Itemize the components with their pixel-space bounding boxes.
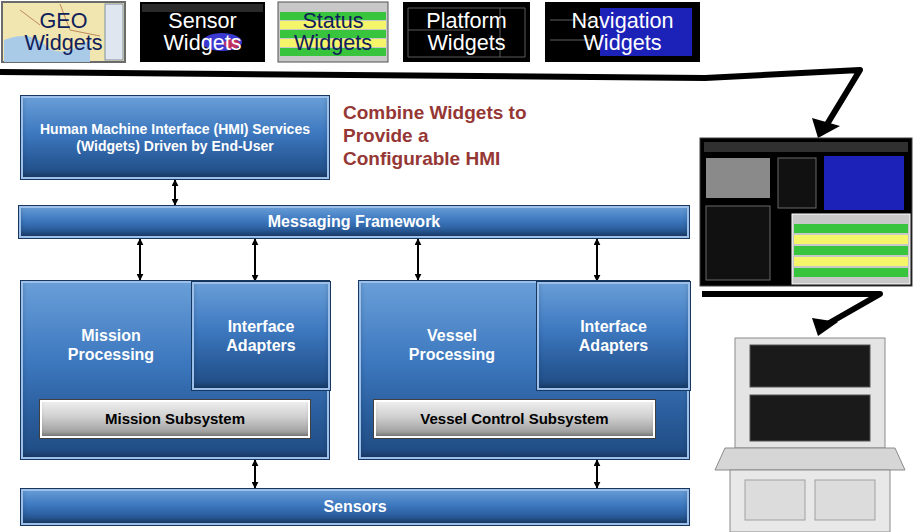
screen-status-row bbox=[794, 235, 908, 244]
screen-status-row bbox=[794, 224, 908, 233]
node-text: Interface Adapters bbox=[200, 317, 322, 355]
subsystem-bar: Vessel Control Subsystem bbox=[373, 399, 656, 439]
console-bracket bbox=[702, 294, 880, 326]
node-text: Platform Widgets bbox=[405, 10, 528, 53]
screen-toolbar bbox=[704, 142, 908, 152]
sensor-tile bbox=[140, 2, 265, 62]
screen-nav-panel bbox=[824, 156, 904, 210]
status-tile bbox=[278, 2, 388, 62]
subsystem-bar: Mission Subsystem bbox=[39, 399, 311, 439]
console-door bbox=[745, 480, 805, 520]
bracket-arrowhead bbox=[812, 118, 840, 138]
adapter-box: Interface Adapters bbox=[191, 281, 331, 391]
node-text: Mission Subsystem bbox=[105, 410, 245, 428]
bidirectional-arrow bbox=[417, 239, 419, 280]
widget-tile: Platform Widgets bbox=[403, 2, 530, 62]
bidirectional-arrow bbox=[254, 460, 256, 488]
node-text: GEO Widgets bbox=[4, 10, 123, 53]
node-text: Vessel Processing bbox=[396, 326, 508, 364]
bidirectional-arrow bbox=[174, 180, 176, 205]
bidirectional-arrow bbox=[254, 239, 256, 281]
navigation-tile bbox=[545, 2, 700, 62]
node-text: Mission Processing bbox=[55, 326, 167, 364]
adapter-box: Interface Adapters bbox=[536, 281, 691, 391]
widget-tile: Status Widgets bbox=[278, 2, 388, 62]
screen-status-row bbox=[794, 246, 908, 255]
widget-tile: Navigation Widgets bbox=[545, 2, 700, 62]
text-area: Mission Processing bbox=[31, 297, 191, 393]
node-text: Vessel Control Subsystem bbox=[420, 410, 608, 428]
node-text: Navigation Widgets bbox=[547, 10, 698, 53]
bidirectional-arrow bbox=[139, 239, 141, 280]
messaging-bus: Messaging Framework bbox=[18, 205, 690, 239]
console-door bbox=[815, 480, 875, 520]
console-screen bbox=[750, 395, 870, 441]
node-text: Human Machine Interface (HMI) Services (… bbox=[29, 121, 321, 155]
widget-tile: GEO Widgets bbox=[2, 2, 125, 62]
node-text: Sensors bbox=[323, 497, 386, 516]
node-text: Sensor Widgets bbox=[142, 10, 263, 53]
platform-tile bbox=[403, 2, 530, 62]
console-desk bbox=[715, 448, 905, 470]
text-area: Vessel Processing bbox=[369, 297, 535, 393]
console-base bbox=[730, 470, 890, 532]
node-text: Status Widgets bbox=[280, 10, 386, 53]
annotation-label: Combine Widgets to Provide a Configurabl… bbox=[343, 102, 538, 170]
widget-tile: Sensor Widgets bbox=[140, 2, 265, 62]
screen-status-row bbox=[794, 268, 908, 277]
screen-status-panel bbox=[792, 214, 910, 284]
screen-panel bbox=[706, 158, 770, 198]
console-upper bbox=[735, 338, 885, 448]
hmi-services-box: Human Machine Interface (HMI) Services (… bbox=[20, 95, 330, 180]
bidirectional-arrow bbox=[596, 460, 598, 488]
geo-tile bbox=[2, 2, 125, 62]
geo-toolbar bbox=[105, 4, 123, 60]
combined-hmi-screen bbox=[700, 138, 912, 286]
subsystem-box: Mission Processing Interface AdaptersMiss… bbox=[20, 280, 330, 460]
node-text: Interface Adapters bbox=[545, 317, 682, 355]
screen-panel bbox=[706, 206, 770, 280]
node-text: Messaging Framework bbox=[268, 212, 441, 231]
bidirectional-arrow bbox=[596, 239, 598, 281]
console-screen bbox=[750, 345, 870, 387]
sensors-bar: Sensors bbox=[20, 488, 690, 526]
screen-panel bbox=[778, 158, 816, 208]
subsystem-box: Vessel Processing Interface AdaptersVesse… bbox=[358, 280, 690, 460]
screen-status-row bbox=[794, 257, 908, 266]
bracket-arrowhead bbox=[812, 318, 838, 336]
